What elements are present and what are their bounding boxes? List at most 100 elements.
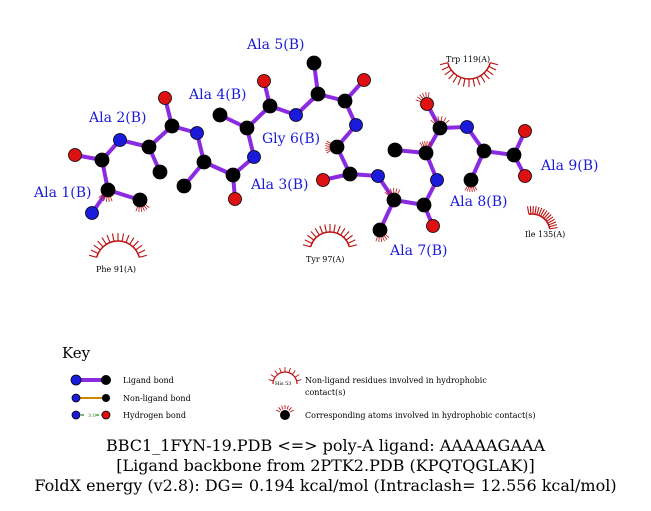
- key-ligand-bond-label: Ligand bond: [123, 376, 174, 385]
- contact-spoke: [439, 62, 448, 66]
- key-hydrophobic-residues-line1: Non-ligand residues involved in hydropho…: [305, 376, 487, 385]
- contact-spoke: [289, 409, 294, 413]
- nitrogen-atom: [371, 169, 385, 183]
- contact-spoke: [534, 206, 537, 215]
- hydrophobic-contacts: [88, 62, 558, 258]
- contact-spoke: [145, 204, 150, 209]
- contact-spoke: [430, 119, 435, 124]
- residue-label-ala7: Ala 7(B): [389, 243, 448, 259]
- contact-spoke: [472, 78, 476, 87]
- contact-spoke: [472, 186, 476, 192]
- carbon-atom: [196, 154, 212, 170]
- contact-spoke: [105, 196, 108, 202]
- nitrogen-atom: [247, 150, 261, 164]
- contact-spoke: [333, 224, 336, 233]
- contact-spoke: [440, 116, 443, 122]
- contact-spoke: [288, 367, 291, 373]
- key-hydrophobic-residues-line2: contact(s): [305, 388, 345, 397]
- contact-spoke: [544, 214, 552, 221]
- contact-spoke: [419, 94, 424, 99]
- contact-spoke: [425, 92, 427, 98]
- contact-spoke: [419, 142, 423, 148]
- nitrogen-atom: [289, 108, 303, 122]
- nitrogen-atom: [460, 120, 474, 134]
- residue-label-ala2: Ala 2(B): [88, 110, 147, 126]
- carbon-atom: [372, 222, 388, 238]
- contact-spoke: [314, 227, 320, 236]
- carbon-atom: [416, 197, 432, 213]
- contact-spoke: [302, 244, 311, 248]
- contact-spoke: [421, 141, 425, 147]
- carbon-atom: [94, 152, 110, 168]
- key-example-residue: His 53: [275, 381, 291, 387]
- contact-spoke: [291, 370, 296, 375]
- oxygen-atom: [228, 192, 242, 206]
- key-hbond-distance: 3.0: [88, 413, 96, 419]
- contact-spoke: [546, 216, 554, 222]
- contact-spoke: [384, 191, 389, 196]
- contact-spoke: [340, 227, 346, 236]
- contact-spoke: [417, 96, 422, 101]
- contact-spoke: [433, 117, 437, 123]
- contact-spoke: [441, 66, 450, 71]
- contact-spoke: [270, 374, 276, 378]
- contact-spoke: [486, 69, 494, 76]
- nitrogen-atom: [430, 173, 444, 187]
- carbon-atom: [141, 139, 157, 155]
- oxygen-atom: [357, 73, 371, 87]
- nitrogen-atom: [349, 118, 363, 132]
- key-hydrophobic-atoms-label: Corresponding atoms involved in hydropho…: [305, 411, 536, 420]
- contact-spoke: [526, 206, 530, 215]
- contact-spoke: [437, 116, 440, 122]
- contact-spoke: [375, 236, 378, 242]
- contact-spoke: [543, 212, 550, 219]
- hydrophobic-arc-tyr97: [302, 224, 358, 248]
- contact-spoke: [121, 233, 125, 242]
- contact-spoke: [547, 218, 555, 224]
- caption-line-1: BBC1_1FYN-19.PDB <=> poly-A ligand: AAAA…: [105, 436, 545, 455]
- contact-spoke: [490, 62, 499, 66]
- hydrophobic-arc-trp119: [439, 62, 499, 87]
- residue-label-ala1: Ala 1(B): [33, 185, 92, 201]
- contact-spoke: [443, 117, 447, 123]
- contact-spoke: [349, 244, 358, 248]
- contact-spoke: [137, 249, 146, 254]
- key-title: Key: [62, 344, 91, 362]
- contact-spoke: [382, 236, 385, 242]
- carbon-atom: [463, 172, 479, 188]
- contact-spoke: [132, 240, 139, 248]
- carbon-atom: [386, 192, 402, 208]
- contact-spoke: [326, 150, 332, 154]
- contact-spoke: [415, 99, 421, 102]
- contact-spoke: [444, 69, 452, 76]
- contact-spoke: [325, 145, 331, 147]
- contact-spoke: [103, 196, 106, 202]
- nitrogen-atom: [190, 126, 204, 140]
- key-ligand-bond: Ligand bond: [70, 374, 174, 386]
- contact-spoke: [345, 234, 353, 241]
- contact-spoke: [429, 142, 433, 148]
- contact-spoke: [462, 78, 466, 87]
- contact-spoke: [325, 148, 331, 152]
- contact-spoke: [326, 140, 332, 144]
- contact-spoke: [268, 379, 274, 382]
- carbon-atom: [262, 98, 278, 114]
- key-non-ligand-bond: Non-ligand bond: [71, 393, 191, 403]
- contact-spoke: [397, 189, 401, 195]
- hydrophobic-residue-label-tyr97: Tyr 97(A): [306, 255, 344, 264]
- contact-spoke: [445, 119, 450, 124]
- contact-spoke: [427, 92, 430, 98]
- residue-label-ala8: Ala 8(B): [449, 194, 508, 210]
- hydrophobic-residue-label-ile135: Ile 135(A): [525, 230, 565, 239]
- key-hydrogen-bond: 3.0 Hydrogen bond: [71, 410, 186, 420]
- carbon-atom: [342, 166, 358, 182]
- carbon-atom: [176, 178, 192, 194]
- oxygen-atom: [316, 173, 330, 187]
- contact-spoke: [380, 236, 383, 242]
- contact-spoke: [464, 185, 468, 191]
- contact-spoke: [426, 141, 428, 147]
- contact-spoke: [106, 234, 111, 243]
- contact-spoke: [336, 225, 341, 234]
- key-hydrophobic-residue: His 53 Non-ligand residues involved in h…: [268, 367, 487, 397]
- carbon-atom: [387, 142, 403, 158]
